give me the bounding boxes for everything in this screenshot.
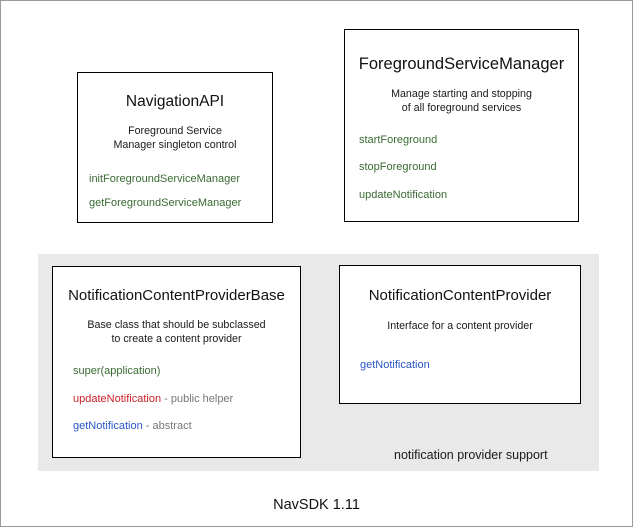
method-name: startForeground (359, 133, 438, 146)
method-name: initForegroundServiceManager (89, 172, 241, 185)
method-list-foreground-service-manager: startForeground stopForeground updateNot… (345, 134, 578, 203)
class-box-notification-content-provider-base[interactable]: NotificationContentProviderBase Base cla… (52, 266, 301, 458)
method-name: updateNotification (73, 392, 162, 405)
class-title-notification-content-provider-base: NotificationContentProviderBase (68, 287, 285, 304)
method-note: - abstract (142, 420, 192, 433)
method-list-navigation-api: initForegroundServiceManager getForegrou… (78, 173, 272, 212)
class-title-notification-content-provider: NotificationContentProvider (368, 287, 552, 304)
method-row[interactable]: getNotification - abstract (73, 420, 300, 434)
method-row[interactable]: getNotification (360, 359, 580, 373)
method-row[interactable]: startForeground (359, 134, 578, 148)
method-row[interactable]: updateNotification - public helper (73, 393, 300, 407)
method-row[interactable]: initForegroundServiceManager (89, 173, 272, 187)
method-name: getNotification (360, 358, 430, 371)
class-description-notification-content-provider: Interface for a content provider (340, 319, 580, 333)
class-title-navigation-api: NavigationAPI (125, 93, 225, 110)
method-list-notification-content-provider: getNotification (340, 359, 580, 373)
method-name: super(application) (73, 364, 161, 377)
method-list-notification-content-provider-base: super(application) updateNotification - … (53, 365, 300, 434)
footer-version-label: NavSDK 1.11 (273, 497, 360, 513)
description-line: Base class that should be subclassed (87, 318, 266, 331)
method-row[interactable]: getForegroundServiceManager (89, 197, 272, 211)
class-box-foreground-service-manager[interactable]: ForegroundServiceManager Manage starting… (344, 29, 579, 222)
description-line: Manager singleton control (113, 139, 237, 152)
method-row[interactable]: stopForeground (359, 161, 578, 175)
method-name: getNotification (73, 420, 143, 433)
description-line: of all foreground services (401, 102, 522, 115)
class-description-foreground-service-manager: Manage starting and stopping of all fore… (345, 87, 578, 115)
method-name: updateNotification (359, 189, 448, 202)
region-label-notification-provider-support: notification provider support (394, 448, 548, 462)
class-description-notification-content-provider-base: Base class that should be subclassed to … (53, 318, 300, 346)
method-name: getForegroundServiceManager (89, 197, 242, 210)
description-line: Foreground Service (128, 125, 222, 138)
description-line: Manage starting and stopping (391, 88, 532, 101)
class-description-navigation-api: Foreground Service Manager singleton con… (78, 124, 272, 152)
method-row[interactable]: super(application) (73, 365, 300, 379)
class-title-foreground-service-manager: ForegroundServiceManager (358, 55, 565, 73)
method-note: - public helper (161, 392, 234, 405)
method-name: stopForeground (359, 161, 437, 174)
class-box-notification-content-provider[interactable]: NotificationContentProvider Interface fo… (339, 265, 581, 404)
class-box-navigation-api[interactable]: NavigationAPI Foreground Service Manager… (77, 72, 273, 223)
description-line: to create a content provider (111, 332, 242, 345)
method-row[interactable]: updateNotification (359, 189, 578, 203)
description-line: Interface for a content provider (387, 319, 533, 332)
